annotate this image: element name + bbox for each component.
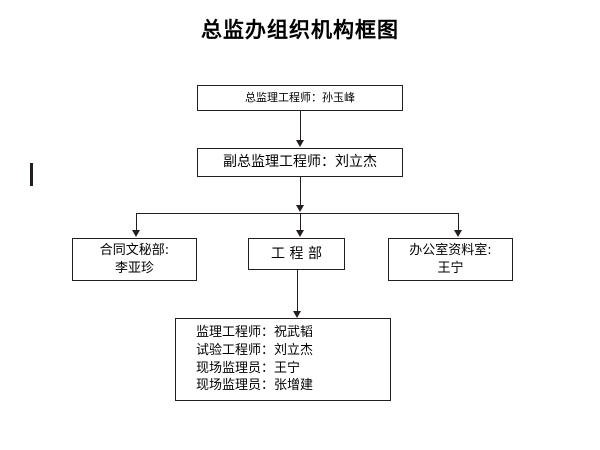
arrowhead-bus-to-contract — [132, 230, 140, 237]
node-engineering-dept[interactable]: 工 程 部 — [248, 238, 345, 270]
node-office-archives[interactable]: 办公室资料室: 王宁 — [388, 238, 513, 281]
node-engineering-dept-line-1: 工 程 部 — [271, 245, 322, 262]
arrowhead-engineering-to-staff — [293, 311, 301, 318]
text-cursor-artifact — [30, 163, 33, 186]
node-site-staff-list-line-2: 试验工程师：刘立杰 — [196, 342, 314, 358]
node-chief-engineer[interactable]: 总监理工程师：孙玉峰 — [197, 85, 403, 111]
arrowhead-chief-to-deputy — [296, 140, 304, 147]
arrowhead-deputy-to-bus — [296, 205, 304, 212]
node-office-archives-line-2: 王宁 — [437, 260, 464, 276]
connector-bus-to-engineering — [300, 213, 301, 231]
connector-bus-to-office — [458, 213, 459, 231]
connector-distribution-bus — [136, 213, 459, 214]
node-deputy-chief-engineer[interactable]: 副总监理工程师：刘立杰 — [197, 148, 403, 177]
node-site-staff-list-line-4: 现场监理员：张增建 — [196, 378, 314, 394]
connector-bus-to-contract — [136, 213, 137, 231]
node-chief-engineer-line-1: 总监理工程师：孙玉峰 — [245, 90, 355, 104]
node-office-archives-line-1: 办公室资料室: — [409, 242, 492, 258]
node-contract-secretarial-dept-line-1: 合同文秘部: — [99, 242, 170, 258]
connector-engineering-to-staff — [297, 270, 298, 312]
node-site-staff-list-line-1: 监理工程师：祝武韬 — [196, 325, 314, 341]
node-deputy-chief-engineer-line-1: 副总监理工程师：刘立杰 — [223, 154, 377, 171]
node-contract-secretarial-dept-line-2: 李亚珍 — [114, 260, 154, 276]
page-title: 总监办组织机构框图 — [201, 18, 399, 42]
node-site-staff-list-line-3: 现场监理员：王宁 — [196, 360, 301, 376]
node-site-staff-list[interactable]: 监理工程师：祝武韬 试验工程师：刘立杰 现场监理员：王宁 现场监理员：张增建 — [175, 318, 391, 401]
connector-chief-to-deputy — [300, 111, 301, 141]
arrowhead-bus-to-engineering — [296, 230, 304, 237]
connector-deputy-to-bus — [300, 177, 301, 206]
arrowhead-bus-to-office — [454, 230, 462, 237]
node-contract-secretarial-dept[interactable]: 合同文秘部: 李亚珍 — [72, 238, 197, 281]
